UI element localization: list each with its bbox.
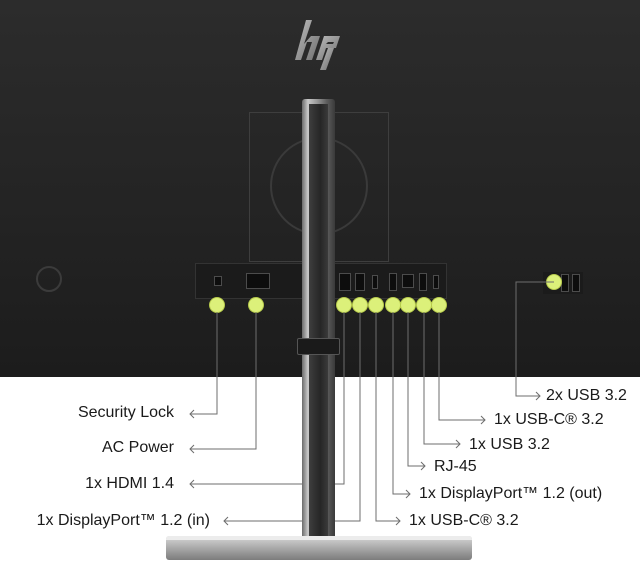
displayport-out-port: [389, 273, 397, 291]
label-security-lock: Security Lock: [77, 404, 174, 421]
usb-c-port-upper: [433, 275, 439, 289]
label-ac-power: AC Power: [101, 439, 174, 456]
usb-a-port: [419, 273, 427, 291]
hdmi-port: [339, 273, 351, 291]
label-hdmi: 1x HDMI 1.4: [85, 475, 174, 492]
callout-line-ac-power: [190, 312, 257, 450]
callout-line-usb-c-upper: [438, 312, 485, 421]
label-dp-out: 1x DisplayPort™ 1.2 (out): [419, 485, 603, 502]
marker-usb-c-upper: [432, 298, 446, 312]
marker-security-lock: [210, 298, 224, 312]
callout-line-rj45: [407, 312, 425, 467]
label-usb-c-upper: 1x USB-C® 3.2: [494, 411, 604, 428]
hp-logo-icon: [295, 20, 340, 70]
marker-usb-a: [417, 298, 431, 312]
side-usb-port-1: [561, 274, 569, 292]
marker-ac-power: [249, 298, 263, 312]
marker-hdmi: [337, 298, 351, 312]
ac-power-socket: [246, 273, 270, 289]
callout-line-hdmi: [190, 312, 345, 485]
power-button-icon: [36, 266, 62, 292]
label-side-usb: 2x USB 3.2: [546, 387, 627, 404]
stand-neck-channel: [309, 104, 328, 544]
stand-base: [166, 536, 472, 560]
marker-dp-out: [386, 298, 400, 312]
callout-line-usb-a: [423, 312, 460, 445]
callout-line-side-usb: [515, 281, 554, 397]
stand-base-edge: [166, 536, 472, 540]
rj45-port: [402, 274, 414, 288]
label-usb-c-lower: 1x USB-C® 3.2: [409, 512, 519, 529]
callout-line-security-lock: [190, 312, 218, 415]
marker-usb-c-lower: [369, 298, 383, 312]
usb-c-port: [372, 275, 378, 289]
cable-clip: [297, 338, 340, 355]
security-lock-slot: [214, 276, 222, 286]
callout-line-dp-out: [392, 312, 410, 495]
label-dp-in: 1x DisplayPort™ 1.2 (in): [36, 512, 210, 529]
marker-rj45: [401, 298, 415, 312]
displayport-in-port: [355, 273, 365, 291]
label-rj45: RJ-45: [434, 458, 477, 475]
label-usb-a: 1x USB 3.2: [469, 436, 550, 453]
callout-line-usb-c-lower: [375, 312, 400, 522]
side-usb-port-2: [572, 274, 580, 292]
marker-dp-in: [353, 298, 367, 312]
callout-line-dp-in: [224, 312, 361, 522]
